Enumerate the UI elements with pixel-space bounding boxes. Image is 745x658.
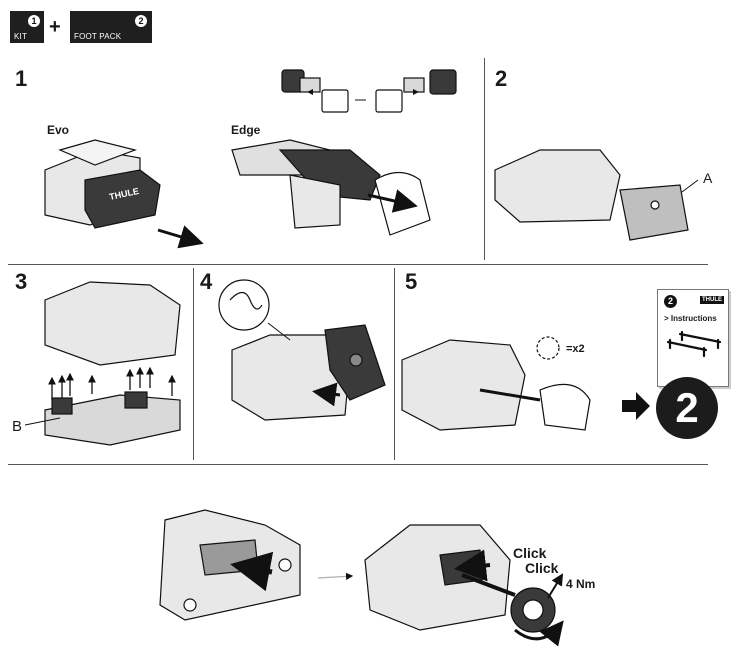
step-2-number: 2: [495, 66, 508, 91]
step-1-number: 1: [15, 66, 28, 91]
step3-foot-and-base: [44, 281, 181, 446]
callout-a-step2: A: [703, 170, 713, 186]
divider-1-2: [484, 58, 485, 260]
next-instructions-card: 2 THULE > Instructions: [657, 289, 729, 387]
kit-number: 1: [28, 15, 40, 27]
svg-text:THULE: THULE: [108, 186, 139, 202]
step5-foot-and-tool: [401, 336, 591, 431]
divider-row2: [8, 464, 708, 465]
step2-foot-and-plate: [494, 149, 689, 241]
callout-b: B: [12, 418, 23, 435]
edge-foot: [231, 139, 431, 236]
footpack-number: 2: [135, 15, 147, 27]
click-label-2: Click: [525, 560, 559, 576]
card-roof-rack-illustration: [666, 330, 722, 358]
bottom-right-detail: [364, 524, 564, 647]
footpack-box: 2 FOOT PACK: [70, 11, 152, 43]
kit-label: KIT: [14, 32, 28, 41]
plus-sign: +: [49, 16, 61, 38]
divider-3-4: [193, 268, 194, 460]
next-step-big-number: 2: [656, 377, 718, 439]
evo-foot: THULE: [44, 139, 161, 229]
footpack-label: FOOT PACK: [74, 32, 122, 41]
step1-exploded-parts: [281, 69, 457, 113]
step-3-number: 3: [15, 269, 28, 294]
divider-4-5: [394, 268, 395, 460]
repeat-count: =x2: [566, 343, 585, 355]
card-number: 2: [664, 295, 677, 308]
bottom-left-detail: [159, 509, 301, 621]
divider-row1: [8, 264, 708, 265]
edge-label: Edge: [231, 123, 261, 137]
card-brand: THULE: [700, 296, 724, 304]
click-label-1: Click: [513, 545, 547, 561]
evo-label: Evo: [47, 123, 70, 137]
kit-box: 1 KIT: [10, 11, 44, 43]
torque-label: 4 Nm: [566, 577, 596, 591]
step-5-number: 5: [405, 269, 418, 294]
step4-foot-and-cover: [218, 279, 386, 421]
step-4-number: 4: [200, 269, 213, 294]
card-title: > Instructions: [664, 314, 717, 323]
